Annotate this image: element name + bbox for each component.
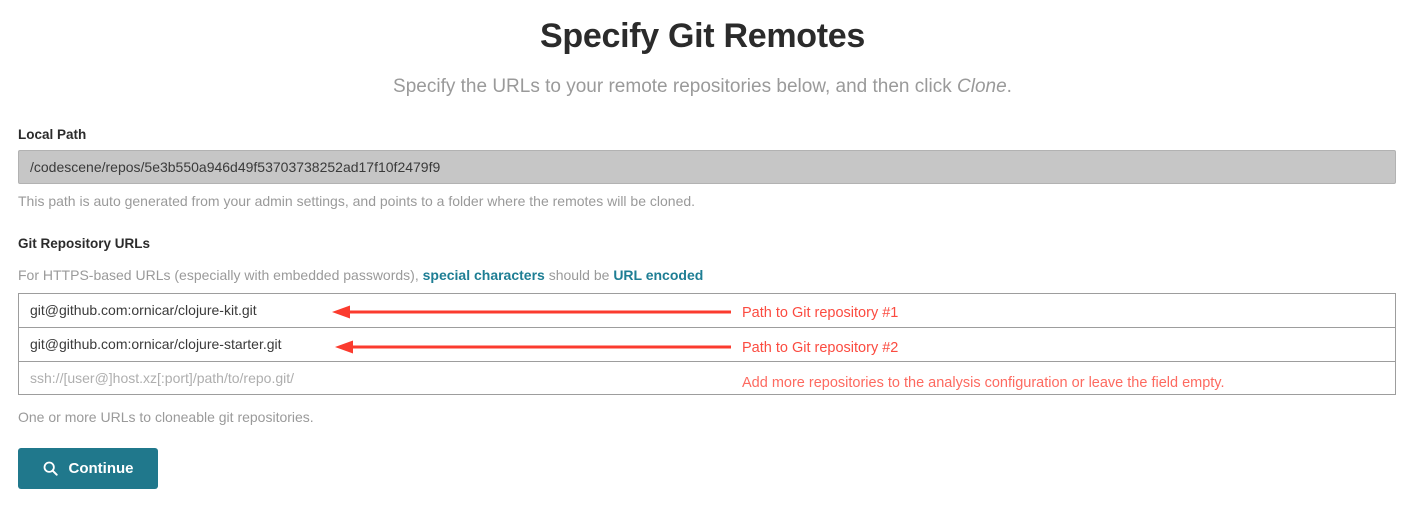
- page-subtitle: Specify the URLs to your remote reposito…: [0, 74, 1405, 100]
- special-characters-link[interactable]: special characters: [422, 267, 545, 283]
- git-url-row: [18, 327, 1396, 361]
- continue-button-label: Continue: [68, 460, 134, 477]
- git-urls-help-text: One or more URLs to cloneable git reposi…: [18, 409, 314, 425]
- git-url-row: [18, 361, 1396, 395]
- local-path-help-text: This path is auto generated from your ad…: [18, 193, 696, 209]
- continue-button[interactable]: Continue: [18, 448, 158, 489]
- git-url-input-2[interactable]: [19, 328, 1395, 360]
- page-subtitle-text-before: Specify the URLs to your remote reposito…: [393, 76, 957, 97]
- hint-text-part2: should be: [544, 267, 614, 283]
- local-path-label: Local Path: [18, 127, 87, 142]
- git-urls-label: Git Repository URLs: [18, 236, 151, 251]
- local-path-input: [18, 150, 1396, 184]
- git-url-rows: [18, 293, 1396, 395]
- git-url-row: [18, 293, 1396, 327]
- url-encoded-link[interactable]: URL encoded: [613, 267, 704, 283]
- page-title: Specify Git Remotes: [540, 17, 865, 55]
- search-icon: [43, 461, 58, 476]
- git-url-input-3[interactable]: [19, 362, 1395, 394]
- git-url-input-1[interactable]: [19, 294, 1395, 326]
- url-encoding-hint: For HTTPS-based URLs (especially with em…: [18, 265, 703, 285]
- page-subtitle-text-after: .: [1006, 76, 1012, 97]
- hint-text-part1: For HTTPS-based URLs (especially with em…: [18, 267, 423, 283]
- page-subtitle-emphasis: Clone: [957, 76, 1007, 97]
